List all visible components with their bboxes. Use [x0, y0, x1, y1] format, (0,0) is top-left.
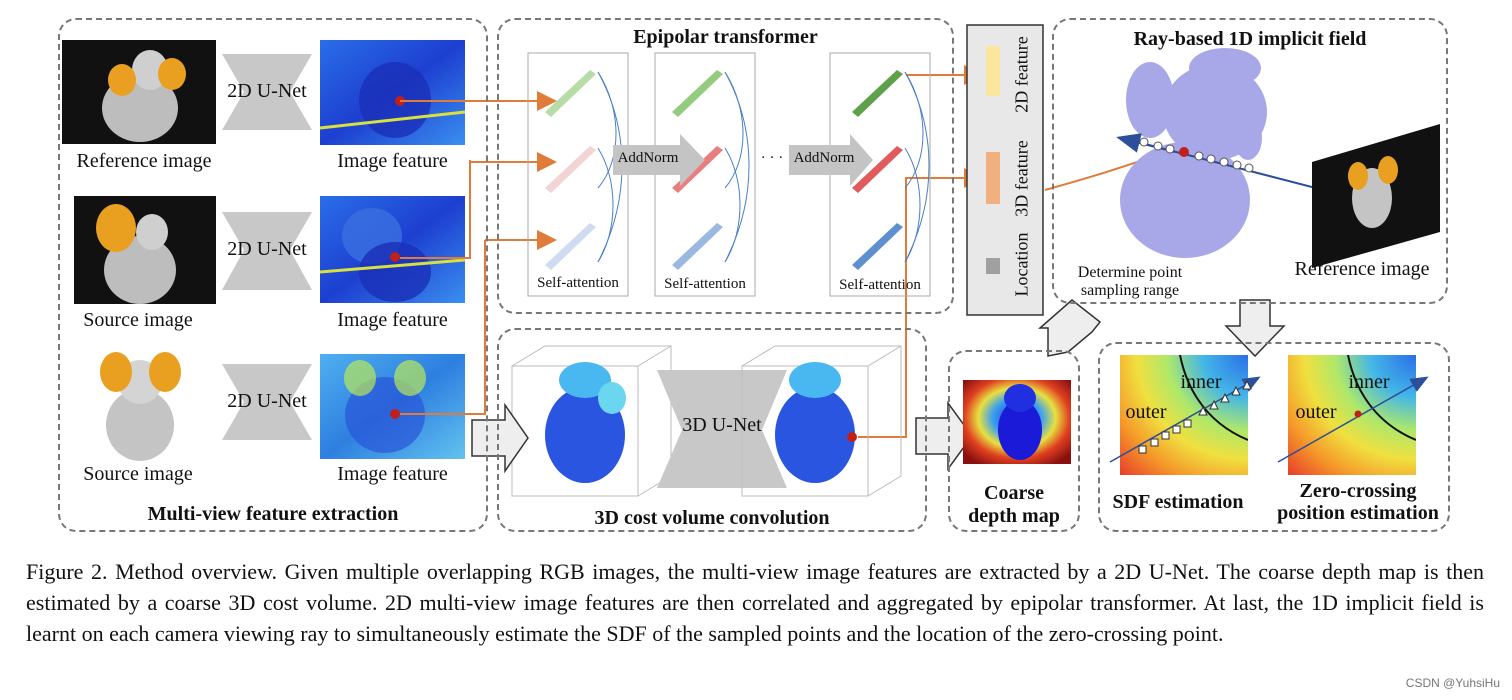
self-attention-label-1: Self-attention [537, 275, 619, 291]
ray-sample-points [1139, 137, 1254, 173]
epipolar-title: Epipolar transformer [633, 26, 818, 48]
location-label: Location [1011, 232, 1032, 297]
feature-map-2 [319, 196, 466, 303]
addnorm-label-2: AddNorm [793, 150, 855, 166]
unet-2d-shape-3 [222, 364, 312, 440]
determine-label-2: sampling range [1080, 282, 1180, 299]
zero-crossing-title-2: position estimation [1277, 502, 1439, 524]
outer-label-right: outer [1295, 401, 1337, 423]
addnorm-arrow-1 [613, 134, 705, 186]
unet-3d-label: 3D U-Net [682, 414, 762, 436]
determine-label-1: Determine point [1077, 264, 1183, 281]
ray-field-title: Ray-based 1D implicit field [1133, 28, 1367, 50]
cost-volume-left [511, 345, 672, 497]
addnorm-label-1: AddNorm [617, 150, 679, 166]
figure-caption: Figure 2. Method overview. Given multipl… [26, 559, 1484, 646]
unet-2d-label-1: 2D U-Net [227, 80, 307, 102]
outer-label-left: outer [1125, 401, 1167, 423]
source-image-label-2: Source image [83, 463, 193, 485]
feature-column [966, 24, 1044, 316]
cost-volume-right [741, 345, 902, 497]
image-feature-label-3: Image feature [337, 463, 448, 485]
source-image-label-1: Source image [83, 309, 193, 331]
feature-point-3 [390, 409, 400, 419]
ellipsis: · · · [760, 150, 784, 166]
feature-map-1 [319, 40, 466, 145]
self-attention-label-3: Self-attention [839, 277, 921, 293]
voxel-bunny [1120, 48, 1267, 258]
coarse-depth-image [963, 380, 1071, 464]
sdf-section [1098, 342, 1450, 532]
image-feature-label-1: Image feature [337, 150, 448, 172]
addnorm-arrow-2 [789, 134, 873, 186]
unet-3d-shape [657, 370, 787, 488]
self-attention-label-2: Self-attention [664, 276, 746, 292]
feature-point-2 [390, 252, 400, 262]
reference-photo [62, 40, 216, 144]
cost-volume-section [497, 328, 927, 532]
zero-crossing-title-1: Zero-crossing [1299, 480, 1417, 502]
multiview-title: Multi-view feature extraction [147, 503, 399, 525]
coarse-depth-section [948, 350, 1080, 532]
reference-plane-image [1312, 124, 1440, 268]
unet-2d-shape-2 [222, 212, 312, 290]
ray-field-section [1052, 18, 1448, 304]
ray-reference-label: Reference image [1294, 258, 1430, 280]
feature-3d-label: 3D feature [1011, 140, 1032, 217]
coarse-depth-title-1: Coarse [984, 482, 1044, 504]
token-bars [545, 70, 903, 270]
diagram-graphics [62, 24, 1440, 497]
cost-volume-title: 3D cost volume convolution [594, 507, 830, 529]
hollow-arrow-down [1224, 299, 1286, 358]
unet-2d-label-3: 2D U-Net [227, 390, 307, 412]
reference-image-label: Reference image [76, 150, 212, 172]
coarse-depth-title-2: depth map [968, 505, 1060, 527]
unet-2d-label-2: 2D U-Net [227, 238, 307, 260]
watermark-footer: CSDN @YuhsiHu [1405, 676, 1500, 690]
image-feature-label-2: Image feature [337, 309, 448, 331]
ray-surface-point [1179, 147, 1189, 157]
unet-2d-shape-1 [222, 54, 312, 130]
feature-map-3 [320, 354, 465, 459]
epipolar-section [497, 18, 954, 314]
source-photo-2 [100, 352, 181, 461]
feature-2d-label: 2D feature [1011, 36, 1032, 113]
sdf-estimation-title: SDF estimation [1112, 491, 1244, 513]
multiview-section [58, 18, 488, 532]
sdf-panel-left [1109, 355, 1261, 475]
hollow-arrow-up [1038, 299, 1102, 357]
inner-label-left: inner [1180, 371, 1222, 393]
source-photo-1 [74, 196, 216, 304]
inner-label-right: inner [1348, 371, 1390, 393]
sdf-panel-right [1277, 355, 1429, 475]
